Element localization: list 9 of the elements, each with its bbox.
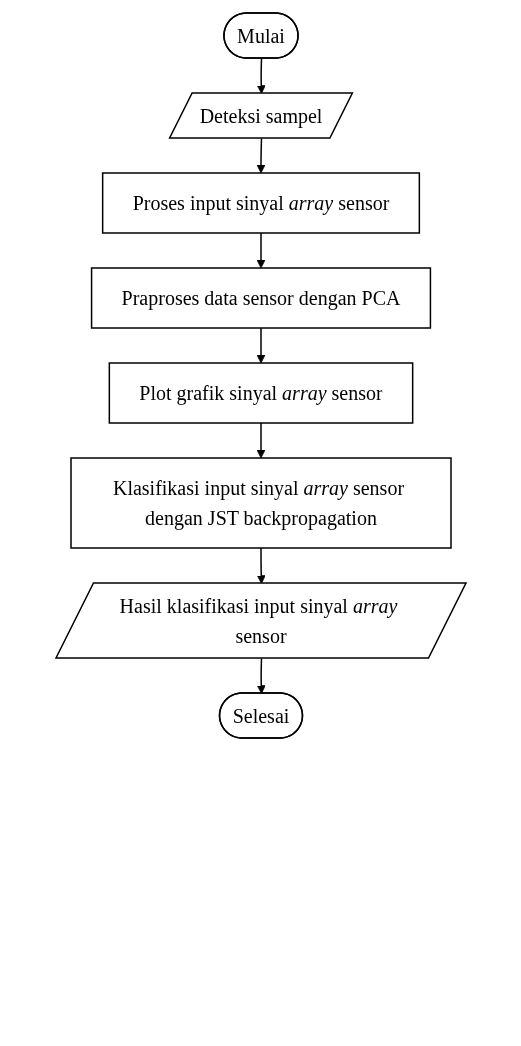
node-box: Klasifikasi input sinyal array sensor dengan JST backpropagation <box>69 457 452 549</box>
node-box: Praproses data sensor dengan PCA <box>90 267 431 329</box>
arrow <box>256 232 265 269</box>
node-box: Proses input sinyal array sensor <box>101 172 420 234</box>
node-box: Plot grafik sinyal array sensor <box>108 362 413 424</box>
arrow <box>256 422 265 459</box>
arrow <box>256 327 265 364</box>
arrow <box>256 547 266 584</box>
arrow <box>256 57 266 94</box>
